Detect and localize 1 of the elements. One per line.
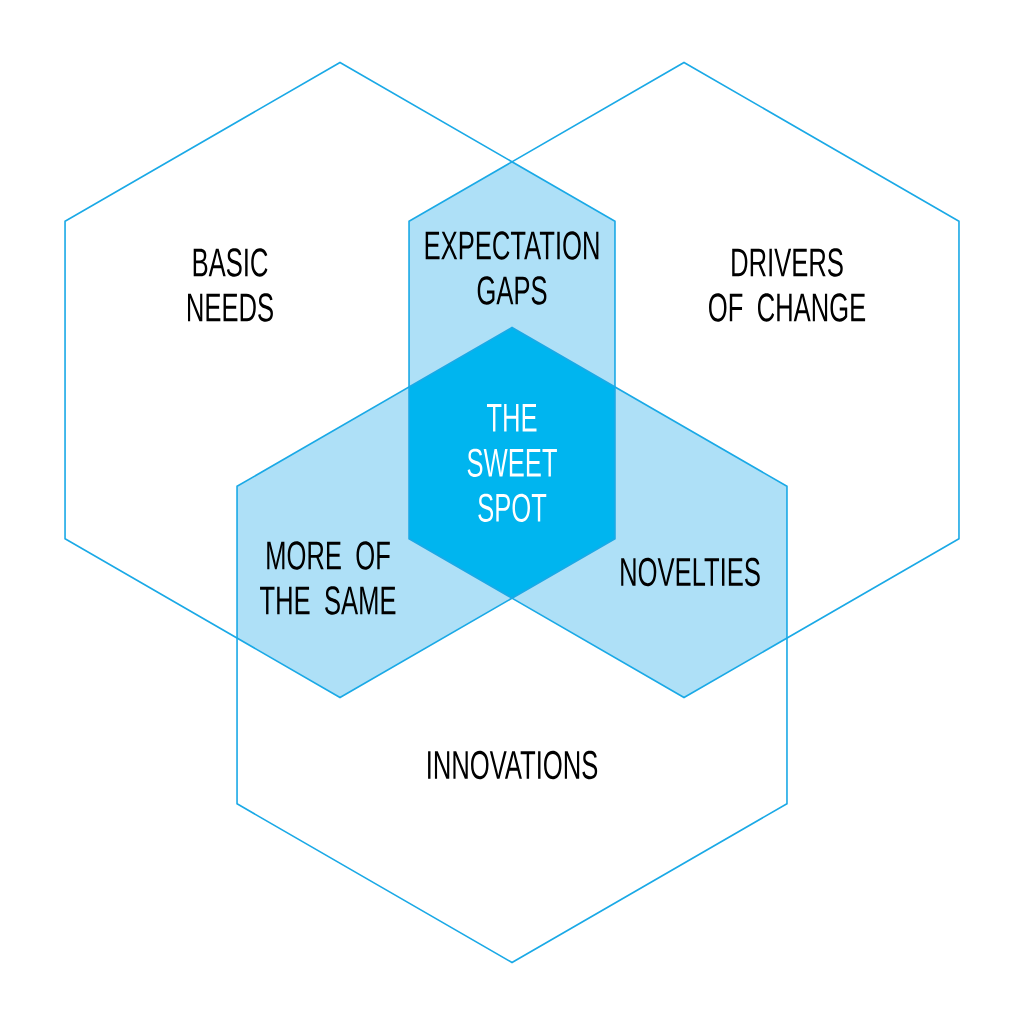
center-region: THE SWEET SPOT: [409, 327, 615, 599]
